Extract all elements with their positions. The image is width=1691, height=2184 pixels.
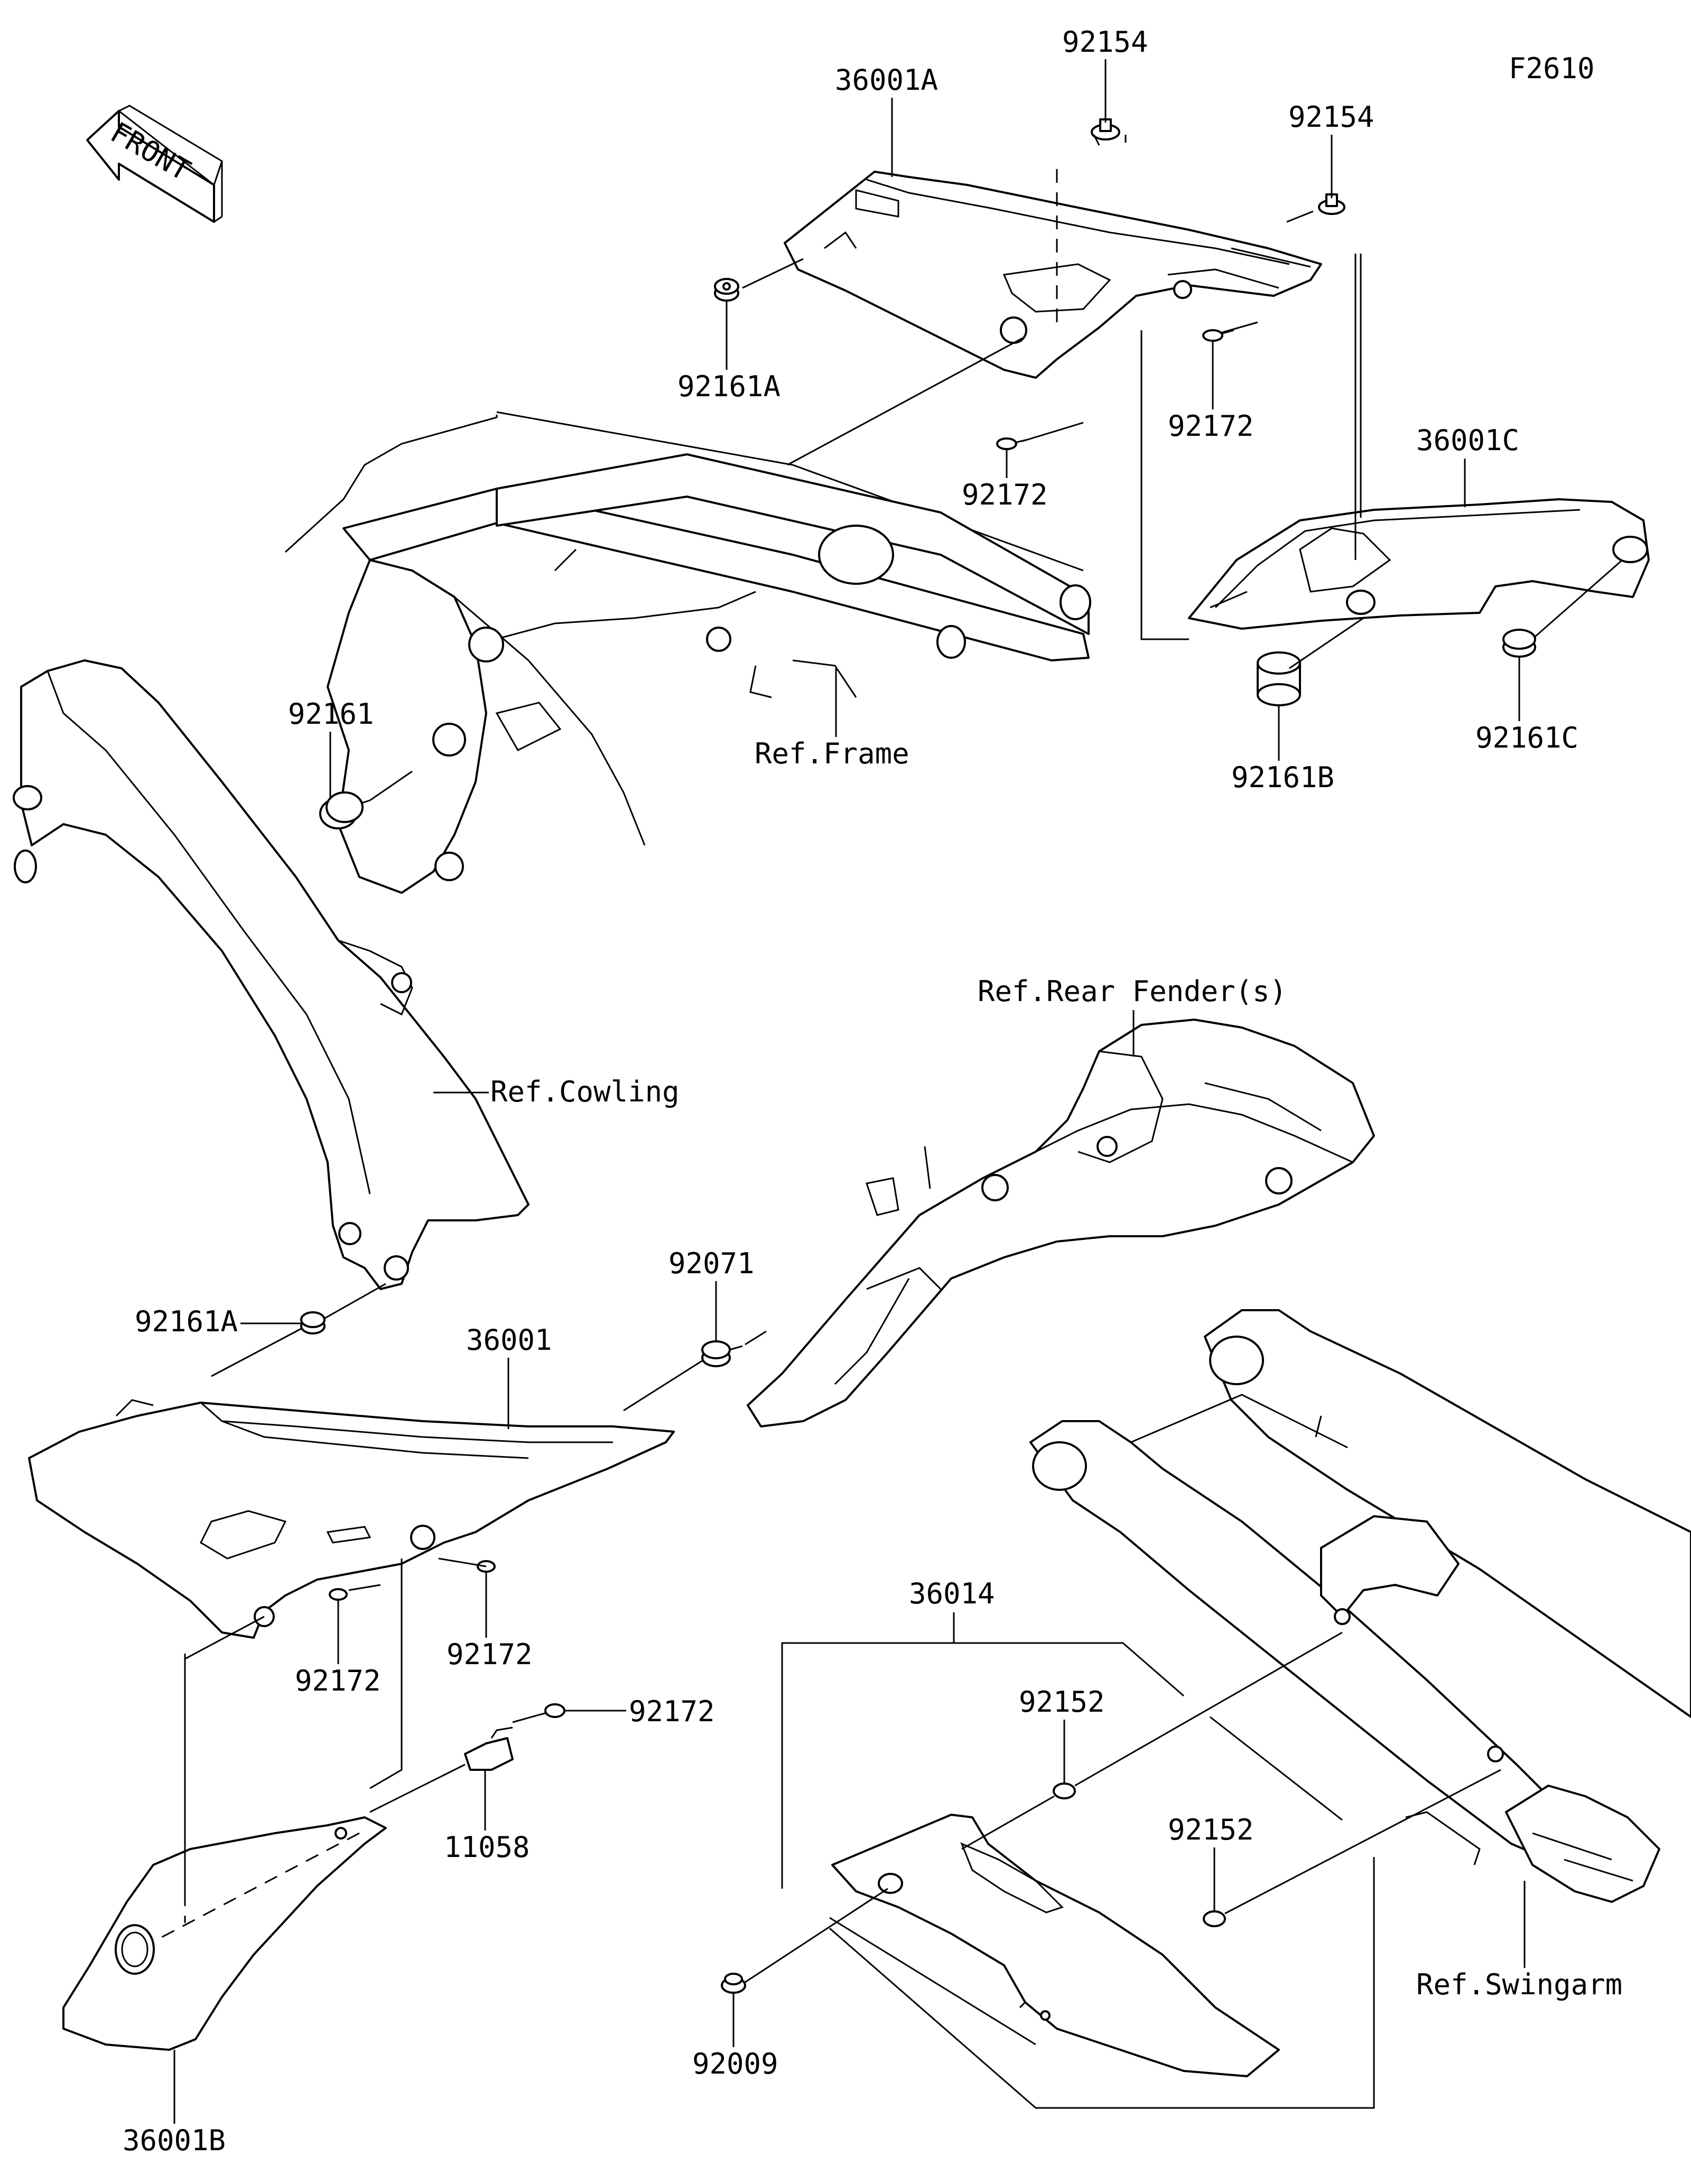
frame-reference xyxy=(284,411,1091,894)
label-92172-c: 92172 xyxy=(295,1664,381,1697)
collar-92152-a xyxy=(1053,1782,1076,1799)
label-92161B: 92161B xyxy=(1231,761,1334,794)
label-11058: 11058 xyxy=(444,1831,530,1864)
damper-92161C xyxy=(1502,629,1536,658)
tail-cover-36001C xyxy=(1188,498,1650,630)
label-92161C: 92161C xyxy=(1475,721,1578,754)
label-92172-d: 92172 xyxy=(447,1638,533,1671)
leader-lines xyxy=(158,135,1623,2109)
clip-11058 xyxy=(464,1726,514,1771)
screw-92172-b xyxy=(1202,329,1234,342)
label-ref-swingarm: Ref.Swingarm xyxy=(1416,1968,1622,2001)
grommet-92161A-mid xyxy=(300,1311,326,1334)
label-92154-a: 92154 xyxy=(1062,25,1148,59)
label-ref-cowling: Ref.Cowling xyxy=(490,1075,680,1108)
lower-cover-36001B xyxy=(62,1816,387,2051)
label-92071: 92071 xyxy=(668,1247,755,1280)
collar-92152-b xyxy=(1203,1910,1226,1927)
damper-92161B xyxy=(1257,651,1301,706)
front-arrow-icon: FRONT xyxy=(86,105,223,223)
bolt-92154-b xyxy=(1318,193,1345,215)
label-36001B: 36001B xyxy=(123,2124,226,2157)
seat-cover-36001A xyxy=(784,171,1322,379)
label-ref-rear-fender: Ref.Rear Fender(s) xyxy=(978,975,1287,1008)
label-ref-frame: Ref.Frame xyxy=(755,737,909,770)
swingarm-reference xyxy=(1029,1309,1691,1903)
screw-92009 xyxy=(721,1973,746,1994)
figure-code: F2610 xyxy=(1509,52,1595,85)
rear-fender-reference xyxy=(747,1019,1375,1427)
label-92172-b: 92172 xyxy=(1168,409,1254,443)
label-36001A: 36001A xyxy=(835,63,938,97)
label-92154-b: 92154 xyxy=(1288,100,1374,134)
damper-92161 xyxy=(319,791,370,829)
label-92161A-top: 92161A xyxy=(677,370,781,403)
label-92172-a: 92172 xyxy=(962,478,1048,511)
label-36014: 36014 xyxy=(909,1577,995,1610)
screw-92172-a xyxy=(996,437,1028,450)
label-92152-b: 92152 xyxy=(1168,1813,1254,1846)
bolt-92154-a xyxy=(1091,118,1120,146)
label-92161A-mid: 92161A xyxy=(135,1305,238,1338)
screw-92172-c xyxy=(329,1588,348,1601)
cowling-reference xyxy=(13,659,529,1290)
label-36001C: 36001C xyxy=(1416,424,1519,457)
screw-92172-e xyxy=(538,1703,565,1718)
label-92161: 92161 xyxy=(288,697,374,731)
label-92172-e: 92172 xyxy=(629,1695,715,1728)
label-92009: 92009 xyxy=(692,2047,778,2080)
side-cover-36001 xyxy=(28,1399,675,1639)
grommet-92161A-top xyxy=(714,278,739,302)
label-36001: 36001 xyxy=(466,1323,552,1357)
callouts: 36001A 92154 92154 92161A 92172 92172 36… xyxy=(123,25,1622,2157)
grommet-92071 xyxy=(701,1340,731,1367)
label-92152-a: 92152 xyxy=(1019,1685,1105,1719)
chain-guard-36014 xyxy=(831,1814,1280,2077)
